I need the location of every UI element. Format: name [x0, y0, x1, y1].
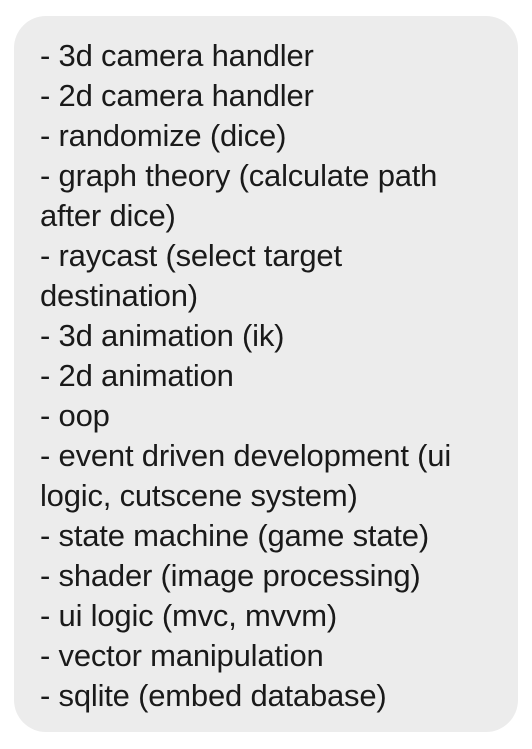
message-line: after dice): [40, 198, 176, 233]
message-line: - sqlite (embed database): [40, 678, 387, 713]
message-line: - oop: [40, 398, 110, 433]
message-line: - shader (image processing): [40, 558, 421, 593]
message-bubble[interactable]: - 3d camera handler - 2d camera handler …: [14, 16, 518, 732]
message-line: - event driven development (ui: [40, 438, 452, 473]
message-line: - 3d camera handler: [40, 38, 314, 73]
message-line: - graph theory (calculate path: [40, 158, 438, 193]
message-line: - 3d animation (ik): [40, 318, 285, 353]
message-line: destination): [40, 278, 198, 313]
message-line: - raycast (select target: [40, 238, 342, 273]
message-line: - randomize (dice): [40, 118, 287, 153]
message-line: - vector manipulation: [40, 638, 324, 673]
message-line: logic, cutscene system): [40, 478, 358, 513]
message-line: - state machine (game state): [40, 518, 429, 553]
message-line: - 2d animation: [40, 358, 234, 393]
message-line: - ui logic (mvc, mvvm): [40, 598, 337, 633]
message-line: - 2d camera handler: [40, 78, 314, 113]
